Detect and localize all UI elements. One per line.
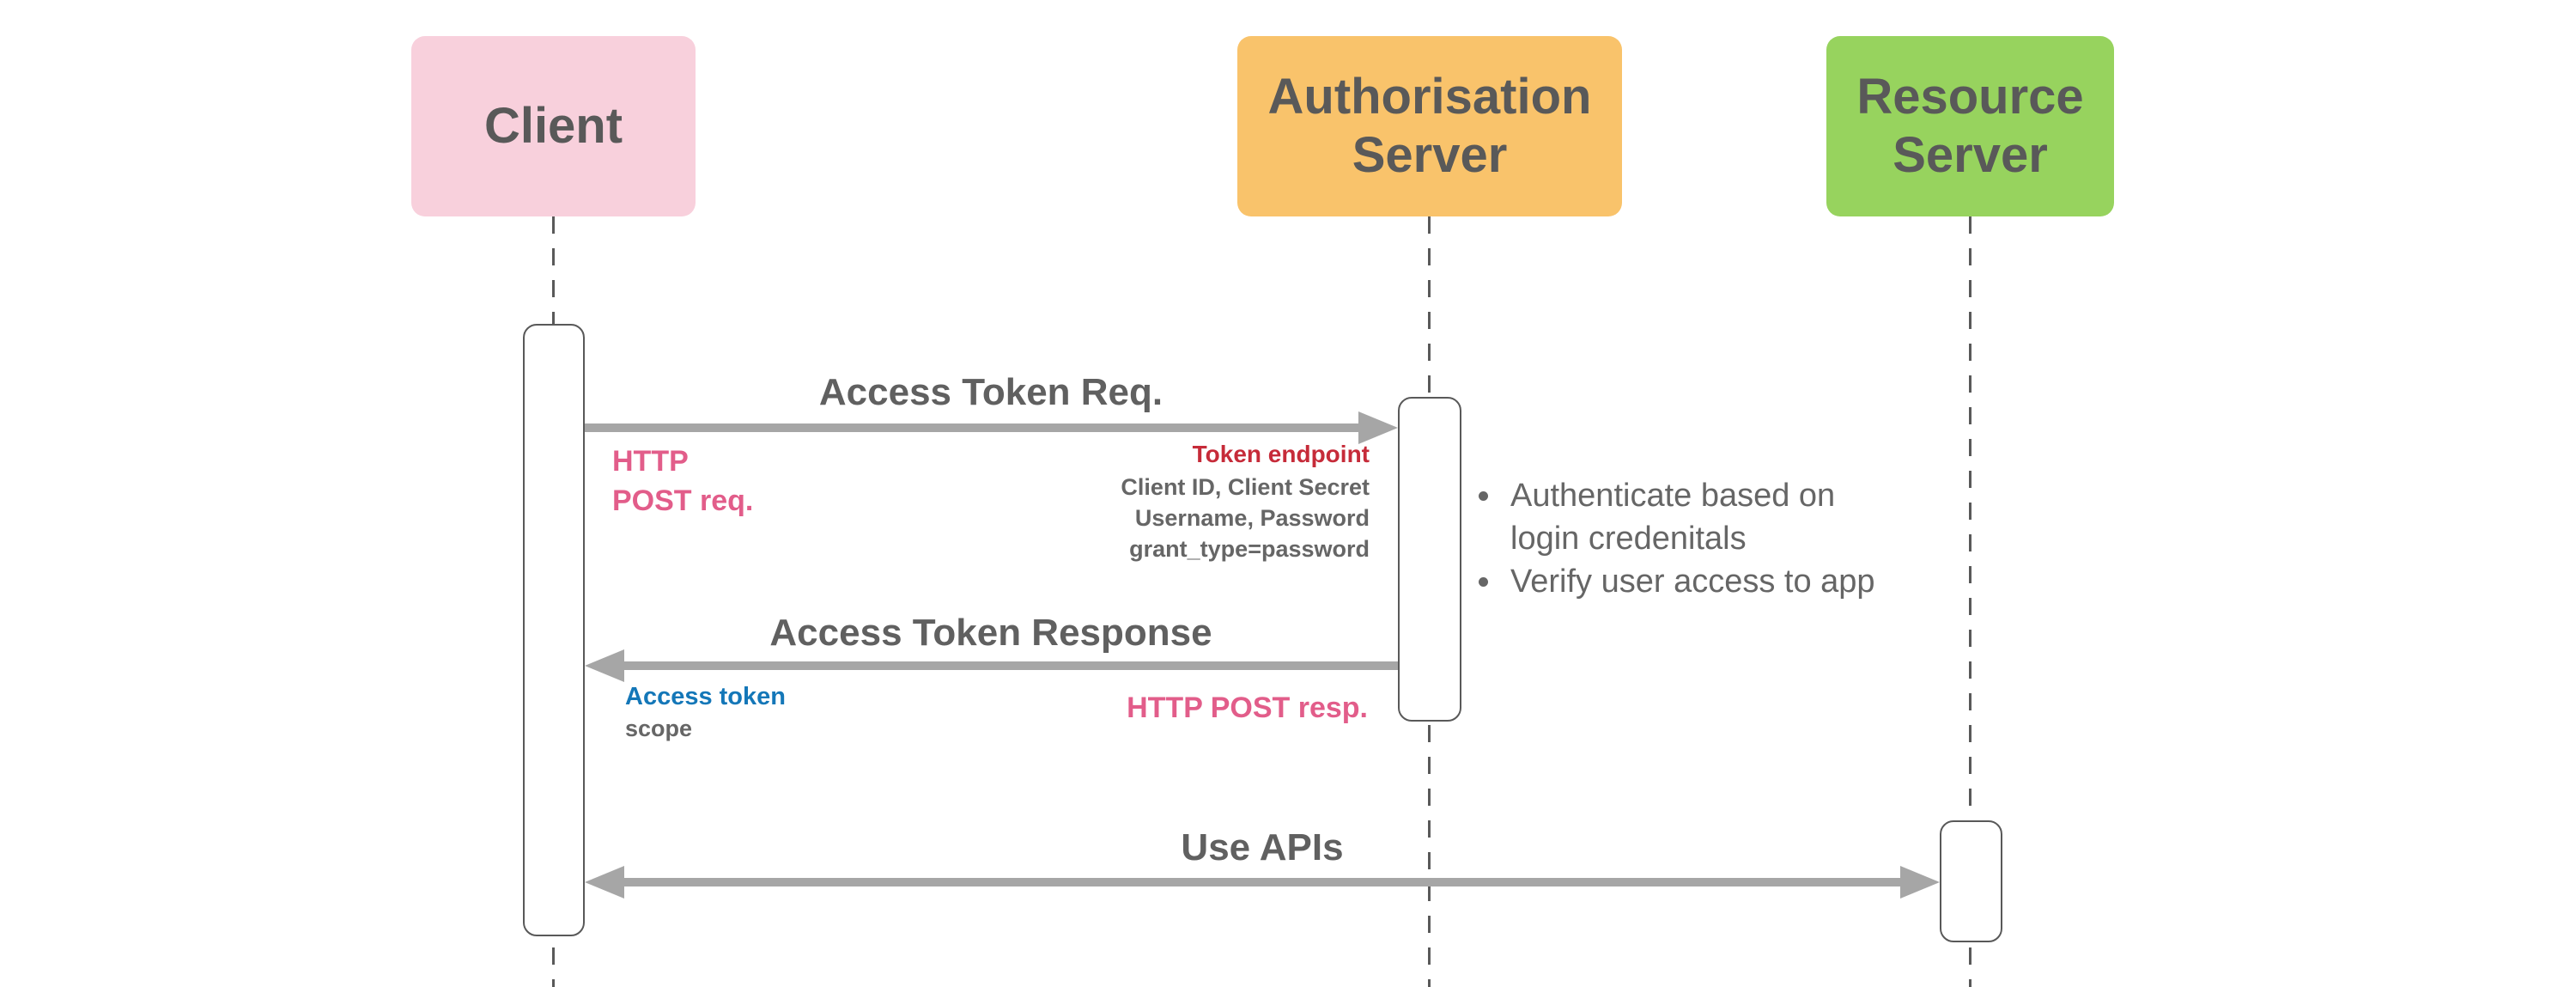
lifeline-resource-server <box>1969 216 1971 987</box>
actor-authorisation-server: Authorisation Server <box>1237 36 1622 216</box>
arrowhead-access-token-response-icon <box>585 649 624 682</box>
annotation-request-params-line2: Username, Password <box>1134 505 1370 531</box>
activation-bar-authorisation-server <box>1398 397 1461 722</box>
message-access-token-response-label: Access Token Response <box>769 612 1212 654</box>
annotation-access-token-block: Access token scope <box>625 680 786 744</box>
annotation-access-token-title: Access token <box>625 683 786 710</box>
annotation-http-post-req-line1: HTTP <box>612 445 689 478</box>
annotation-scope: scope <box>625 716 693 741</box>
arrow-access-token-request <box>585 423 1360 432</box>
annotation-http-post-resp: HTTP POST resp. <box>1127 692 1368 724</box>
annotation-http-post-req: HTTP POST req. <box>612 442 753 521</box>
actor-resource-server-label: Resource Server <box>1856 69 2084 183</box>
note-item-authenticate: Authenticate based on login credenitals <box>1504 474 1876 560</box>
arrowhead-use-apis-right-icon <box>1900 866 1940 899</box>
arrow-access-token-response <box>624 661 1398 670</box>
arrowhead-use-apis-left-icon <box>585 866 624 899</box>
activation-bar-client <box>523 324 585 936</box>
note-item-verify: Verify user access to app <box>1504 560 1876 603</box>
arrowhead-access-token-request-icon <box>1358 411 1398 444</box>
message-access-token-request-label: Access Token Req. <box>818 371 1163 413</box>
actor-client: Client <box>411 36 696 216</box>
annotation-token-endpoint-block: Token endpoint Client ID, Client Secret … <box>1121 437 1370 564</box>
annotation-http-post-req-line2: POST req. <box>612 484 754 517</box>
actor-client-label: Client <box>483 98 623 154</box>
message-use-apis-label: Use APIs <box>1181 826 1344 868</box>
annotation-request-params-line3: grant_type=password <box>1129 536 1370 562</box>
annotation-token-endpoint-title: Token endpoint <box>1192 441 1370 467</box>
annotation-request-params-line1: Client ID, Client Secret <box>1121 474 1370 500</box>
activation-bar-resource-server <box>1940 820 2002 942</box>
actor-resource-server: Resource Server <box>1826 36 2114 216</box>
note-auth-server-actions: Authenticate based on login credenitals … <box>1464 474 1876 603</box>
actor-authorisation-server-label: Authorisation Server <box>1267 69 1592 183</box>
arrow-use-apis <box>624 878 1900 886</box>
